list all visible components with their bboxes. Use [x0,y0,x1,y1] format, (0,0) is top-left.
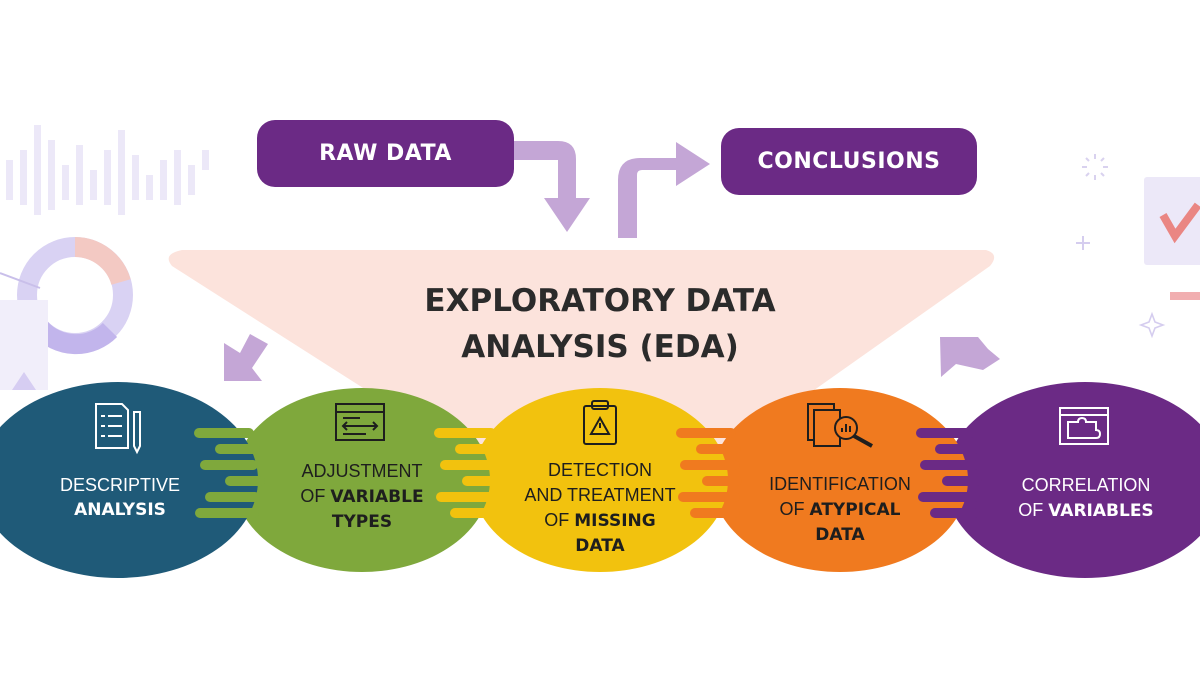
eda-title: EXPLORATORY DATA ANALYSIS (EDA) [330,278,870,370]
eda-title-line2: ANALYSIS (EDA) [461,329,739,365]
step-blob-descriptive [0,382,258,578]
plus-icon [1076,236,1090,250]
magnifier-document-icon [807,403,873,448]
puzzle-window-icon [1059,407,1109,445]
step-blob-variable-types [234,388,490,572]
conclusions-label: CONCLUSIONS [721,128,977,195]
window-arrows-icon [335,403,385,441]
step-4-line3: DATA [815,525,865,545]
step-1-line2: ANALYSIS [74,500,166,520]
step-5-line2-bold: VARIABLES [1048,501,1154,521]
decorative-line [0,272,41,289]
step-2-line3: TYPES [331,512,393,532]
decorative-dash [1170,292,1200,300]
decorative-triangle [12,372,36,390]
decorative-bars [6,125,209,215]
step-5-line2-prefix: OF [1018,500,1049,520]
step-atypical-data-label: IDENTIFICATION OF ATYPICAL DATA [750,472,930,548]
step-3-line3-bold: MISSING [574,511,656,531]
orange-stripes [676,428,742,518]
step-blob-atypical [712,388,968,572]
step-3-line2: AND TREATMENT [524,485,676,505]
step-2-line1: ADJUSTMENT [301,461,423,481]
step-missing-data-label: DETECTION AND TREATMENT OF MISSING DATA [510,458,690,559]
raw-data-label: RAW DATA [257,120,514,187]
decorative-window [1144,177,1200,265]
right-diagonal-arrow [940,337,1000,377]
step-3-line1: DETECTION [547,460,652,480]
sparkle-icon [1138,311,1166,339]
step-4-line1: IDENTIFICATION [769,474,911,494]
green-stripes [194,428,265,518]
check-mark-icon [1159,202,1200,244]
step-blob-missing [472,388,728,572]
step-2-line2-bold: VARIABLE [330,487,424,507]
step-blob-correlation [945,382,1200,578]
step-5-line1: CORRELATION [1021,475,1151,495]
loading-dots-icon [1082,154,1108,180]
step-4-line2-bold: ATYPICAL [809,500,901,520]
input-arrow [514,141,590,232]
step-descriptive-label: DESCRIPTIVE ANALYSIS [30,473,210,523]
step-2-line2-prefix: OF [300,486,331,506]
step-1-line1: DESCRIPTIVE [59,475,181,495]
clipboard-warning-icon [583,400,617,445]
purple-stripes [916,428,982,518]
eda-title-line1: EXPLORATORY DATA [424,283,776,319]
left-diagonal-arrow [224,334,268,381]
yellow-stripes [434,428,502,518]
output-arrow [618,142,710,238]
step-3-line3-prefix: OF [544,510,575,530]
decorative-donut-chart [17,237,133,355]
step-variable-types-label: ADJUSTMENT OF VARIABLE TYPES [272,459,452,535]
step-3-line4: DATA [575,536,625,556]
checklist-icon [95,403,141,455]
step-4-line2-prefix: OF [779,499,810,519]
step-correlation-label: CORRELATION OF VARIABLES [996,473,1176,524]
